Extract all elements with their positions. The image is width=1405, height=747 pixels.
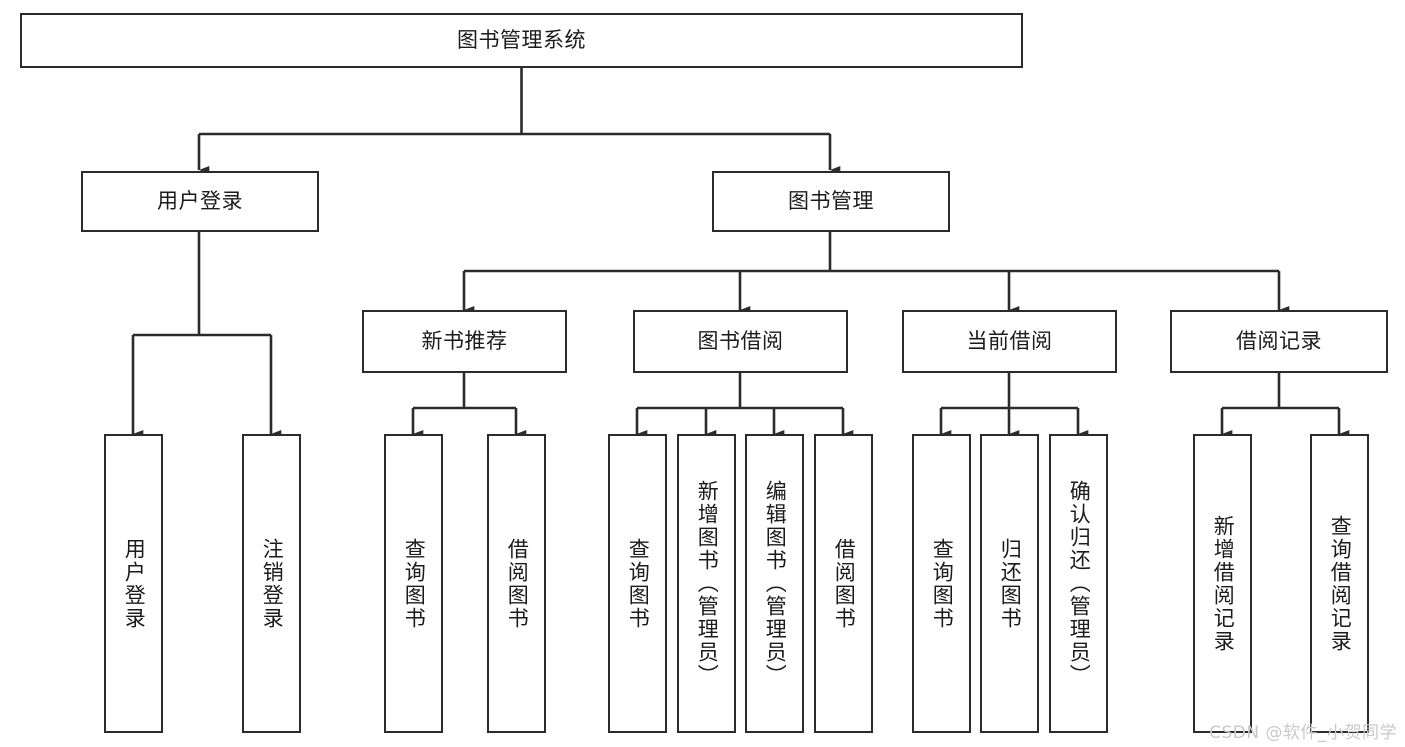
node-user-login[interactable]: 用户登录 bbox=[81, 171, 319, 232]
node-current-borrow[interactable]: 当前借阅 bbox=[902, 310, 1117, 373]
node-borrow-record[interactable]: 借阅记录 bbox=[1170, 310, 1388, 373]
node-leaf-edit-book[interactable]: 编辑图书（管理员） bbox=[745, 434, 804, 733]
node-leaf-add-record[interactable]: 新增借阅记录 bbox=[1193, 434, 1252, 733]
node-leaf-query-record-label: 查询借阅记录 bbox=[1328, 514, 1353, 653]
node-leaf-user-login[interactable]: 用户登录 bbox=[104, 434, 163, 733]
node-leaf-edit-book-label: 编辑图书（管理员） bbox=[763, 480, 788, 687]
node-root[interactable]: 图书管理系统 bbox=[20, 13, 1023, 68]
node-leaf-query-book-3-label: 查询图书 bbox=[930, 537, 955, 630]
node-leaf-query-book-3[interactable]: 查询图书 bbox=[912, 434, 971, 733]
node-leaf-borrow-book-2-label: 借阅图书 bbox=[832, 537, 857, 630]
node-leaf-add-book-label: 新增图书（管理员） bbox=[695, 480, 720, 687]
node-book-borrow[interactable]: 图书借阅 bbox=[633, 310, 848, 373]
node-book-management[interactable]: 图书管理 bbox=[712, 171, 950, 232]
node-leaf-query-book-1-label: 查询图书 bbox=[402, 537, 427, 630]
node-leaf-add-record-label: 新增借阅记录 bbox=[1211, 514, 1236, 653]
node-leaf-return-book[interactable]: 归还图书 bbox=[980, 434, 1039, 733]
node-borrow-record-label: 借阅记录 bbox=[1236, 328, 1322, 353]
node-root-label: 图书管理系统 bbox=[457, 27, 586, 52]
node-leaf-borrow-book-2[interactable]: 借阅图书 bbox=[814, 434, 873, 733]
node-current-borrow-label: 当前借阅 bbox=[966, 328, 1053, 353]
node-book-management-label: 图书管理 bbox=[788, 188, 874, 213]
node-leaf-confirm-return-label: 确认归还（管理员） bbox=[1067, 480, 1092, 687]
node-leaf-query-record[interactable]: 查询借阅记录 bbox=[1310, 434, 1369, 733]
node-leaf-logout-login-label: 注销登录 bbox=[260, 537, 285, 630]
node-leaf-query-book-1[interactable]: 查询图书 bbox=[384, 434, 443, 733]
node-leaf-borrow-book-1-label: 借阅图书 bbox=[505, 537, 530, 630]
node-leaf-query-book-2-label: 查询图书 bbox=[626, 537, 651, 630]
node-leaf-borrow-book-1[interactable]: 借阅图书 bbox=[487, 434, 546, 733]
node-leaf-add-book[interactable]: 新增图书（管理员） bbox=[677, 434, 736, 733]
node-book-borrow-label: 图书借阅 bbox=[697, 328, 784, 353]
csdn-watermark: CSDN @软件_小贺同学 bbox=[1209, 723, 1397, 743]
node-leaf-return-book-label: 归还图书 bbox=[998, 537, 1023, 630]
node-new-book-recommend[interactable]: 新书推荐 bbox=[362, 310, 567, 373]
node-leaf-logout-login[interactable]: 注销登录 bbox=[242, 434, 301, 733]
node-leaf-confirm-return[interactable]: 确认归还（管理员） bbox=[1049, 434, 1108, 733]
node-leaf-user-login-label: 用户登录 bbox=[122, 537, 147, 630]
node-leaf-query-book-2[interactable]: 查询图书 bbox=[608, 434, 667, 733]
node-user-login-label: 用户登录 bbox=[157, 188, 243, 213]
node-new-book-recommend-label: 新书推荐 bbox=[421, 328, 508, 353]
